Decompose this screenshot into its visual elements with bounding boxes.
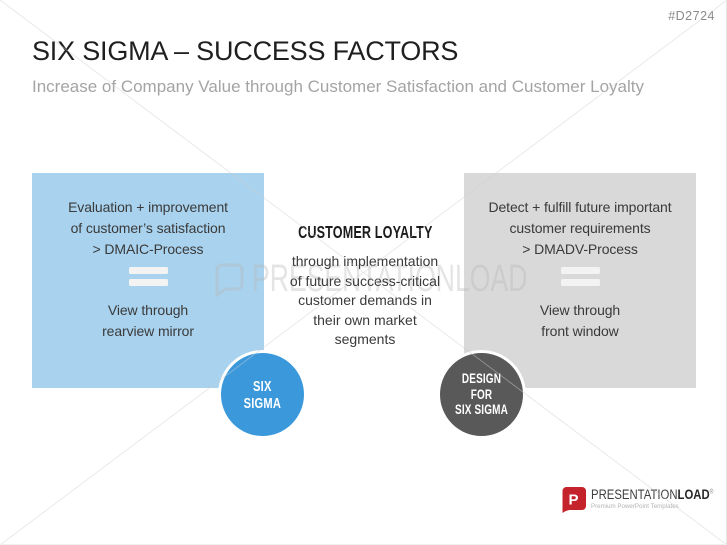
- design-for-six-sigma-badge-label: DESIGN FOR SIX SIGMA: [455, 371, 508, 418]
- dmadv-panel: Detect + fulfill future important custom…: [464, 173, 696, 388]
- logo-tagline: Premium PowerPoint Templates: [591, 503, 679, 510]
- presentationload-logo: P PRESENTATIONLOAD® Premium PowerPoint T…: [561, 487, 726, 513]
- dmaic-panel: Evaluation + improvement of customer’s s…: [32, 173, 264, 388]
- svg-text:P: P: [568, 492, 578, 509]
- dmaic-panel-bottom-text: View through rearview mirror: [102, 302, 194, 339]
- six-sigma-badge-label: SIX SIGMA: [243, 377, 282, 412]
- equals-icon: [128, 267, 168, 286]
- customer-loyalty-body: through implementation of future success…: [289, 253, 441, 347]
- dmadv-panel-top-text: Detect + fulfill future important custom…: [488, 199, 672, 257]
- presentationload-p-icon: P: [562, 487, 586, 513]
- page-subtitle: Increase of Company Value through Custom…: [32, 77, 644, 96]
- customer-loyalty-block: CUSTOMER LOYALTY through implementation …: [270, 222, 460, 350]
- equals-icon: [560, 267, 600, 286]
- customer-loyalty-heading: CUSTOMER LOYALTY: [297, 222, 433, 242]
- dmadv-panel-bottom-text: View through front window: [539, 302, 621, 339]
- presentationload-wordmark: PRESENTATIONLOAD®: [591, 487, 714, 502]
- slide-id-label: #D2724: [668, 9, 715, 23]
- page-title: SIX SIGMA – SUCCESS FACTORS: [32, 36, 459, 66]
- dmaic-panel-top-text: Evaluation + improvement of customer’s s…: [68, 199, 228, 257]
- six-sigma-badge: SIX SIGMA: [218, 350, 307, 439]
- design-for-six-sigma-badge: DESIGN FOR SIX SIGMA: [437, 350, 526, 439]
